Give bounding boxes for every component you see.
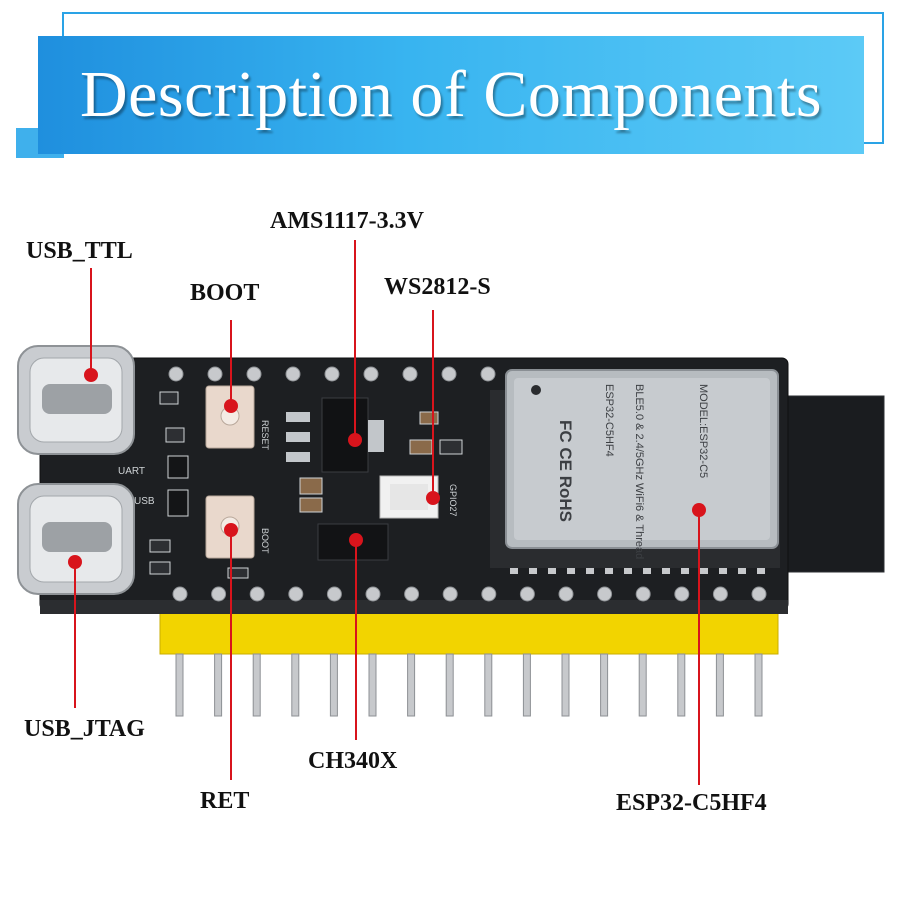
header-pin bbox=[252, 653, 261, 717]
top-pad bbox=[480, 366, 496, 382]
header-pin bbox=[175, 653, 184, 717]
label-ret: RET bbox=[200, 788, 250, 814]
silk-uart: UART bbox=[118, 466, 145, 477]
usb-jtag-marker bbox=[68, 555, 82, 569]
module-fcc-mark: FC CE RoHS bbox=[556, 420, 575, 522]
label-esp32: ESP32-C5HF4 bbox=[616, 790, 767, 816]
bottom-pad bbox=[481, 586, 497, 602]
silk-boot: BOOT bbox=[260, 528, 270, 554]
module-text-1: MODEL:ESP32-C5 bbox=[697, 384, 709, 478]
top-pad bbox=[207, 366, 223, 382]
usb-ttl-marker bbox=[84, 368, 98, 382]
top-pad bbox=[168, 366, 184, 382]
silk-reset: RESET bbox=[260, 420, 270, 451]
bottom-pad bbox=[249, 586, 265, 602]
smd-components bbox=[149, 391, 463, 579]
top-pad bbox=[402, 366, 418, 382]
silk-gpio27: GPIO27 bbox=[448, 484, 458, 517]
pointer-lines bbox=[74, 240, 700, 785]
bottom-pad bbox=[712, 586, 728, 602]
esp32-module bbox=[490, 369, 780, 568]
header-pin bbox=[638, 653, 647, 717]
ams1117-marker bbox=[348, 433, 362, 447]
bottom-pad bbox=[326, 586, 342, 602]
ret-marker bbox=[224, 523, 238, 537]
usb-ttl-connector bbox=[17, 345, 135, 455]
header-pin bbox=[368, 653, 377, 717]
label-ch340x: CH340X bbox=[308, 748, 398, 774]
bottom-pad bbox=[635, 586, 651, 602]
header-pin bbox=[715, 653, 724, 717]
esp32-marker bbox=[692, 503, 706, 517]
ch340x-marker bbox=[349, 533, 363, 547]
bottom-pad bbox=[404, 586, 420, 602]
bottom-pad bbox=[751, 586, 767, 602]
module-text-2: BLE5.0 & 2.4/5GHz WiFi6 & Thread bbox=[633, 384, 645, 559]
usb-jtag-connector bbox=[17, 483, 135, 595]
bottom-pad bbox=[674, 586, 690, 602]
pin-header bbox=[159, 599, 779, 717]
bottom-pad bbox=[519, 586, 535, 602]
label-usb-ttl: USB_TTL bbox=[26, 238, 133, 264]
top-pad bbox=[441, 366, 457, 382]
header-pin bbox=[329, 653, 338, 717]
bottom-pad bbox=[172, 586, 188, 602]
antenna-area bbox=[775, 395, 885, 573]
header-pin bbox=[754, 653, 763, 717]
label-boot: BOOT bbox=[190, 280, 260, 306]
bottom-pad bbox=[365, 586, 381, 602]
bottom-pad bbox=[288, 586, 304, 602]
top-pin-pads bbox=[168, 366, 496, 382]
header-pin bbox=[407, 653, 416, 717]
silk-usb: USB bbox=[134, 496, 155, 507]
title-banner: Description of Components bbox=[38, 36, 864, 154]
pcb-edge bbox=[40, 600, 788, 614]
top-pad bbox=[363, 366, 379, 382]
ws2812-marker bbox=[426, 491, 440, 505]
ams1117-chip bbox=[286, 397, 384, 473]
label-ams1117: AMS1117-3.3V bbox=[270, 208, 425, 234]
header-pin bbox=[677, 653, 686, 717]
header-pin bbox=[522, 653, 531, 717]
header-pin bbox=[291, 653, 300, 717]
header-pin bbox=[600, 653, 609, 717]
top-pad bbox=[285, 366, 301, 382]
top-pad bbox=[324, 366, 340, 382]
bottom-pad bbox=[558, 586, 574, 602]
label-usb-jtag: USB_JTAG bbox=[24, 716, 145, 742]
header-pin bbox=[561, 653, 570, 717]
bottom-pad bbox=[211, 586, 227, 602]
top-pad bbox=[246, 366, 262, 382]
boot-marker bbox=[224, 399, 238, 413]
bottom-pad bbox=[597, 586, 613, 602]
header-pin bbox=[484, 653, 493, 717]
header-pin bbox=[445, 653, 454, 717]
header-pin bbox=[214, 653, 223, 717]
module-text-3: ESP32-C5HF4 bbox=[603, 384, 615, 457]
bottom-pad bbox=[442, 586, 458, 602]
page-title: Description of Components bbox=[79, 58, 823, 131]
label-ws2812: WS2812-S bbox=[384, 274, 491, 300]
pointer-dots bbox=[68, 368, 706, 569]
